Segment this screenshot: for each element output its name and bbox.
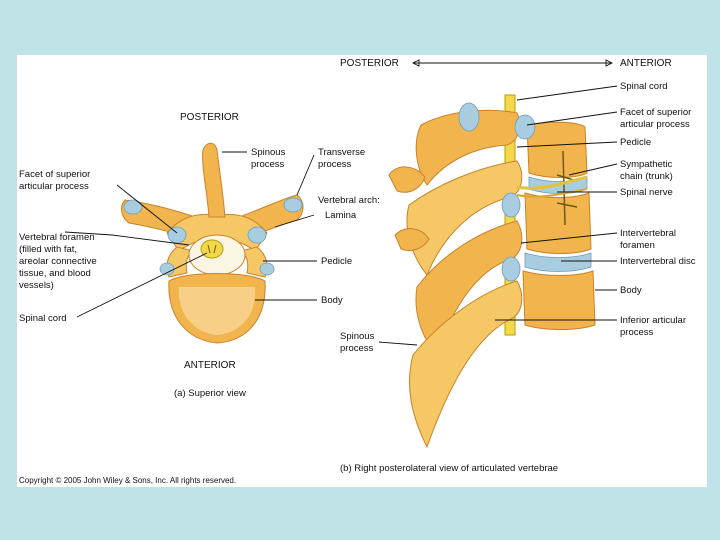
foramen-label-4: tissue, and blood [19,268,91,279]
foramen-label-3: areolar connective [19,256,97,267]
spinal-cord-shape [200,239,224,259]
pedicle-label: Pedicle [321,256,352,267]
rv-inferior-label-1: Inferior articular [620,315,686,326]
spinous-label-1: Spinous [251,147,286,158]
foramen-label-2: (filled with fat, [19,244,77,255]
posterolateral-view-drawing [388,94,596,449]
posterolateral-anterior-label: ANTERIOR [620,58,672,69]
disc-2-shape [524,252,592,272]
rv-disc-label: Intervertebral disc [620,256,696,267]
right-rib-facet-shape [259,262,275,276]
posterolateral-view-caption: (b) Right posterolateral view of articul… [340,463,558,474]
rv-body-label: Body [620,285,642,296]
spinal-nerve-shape-2 [516,188,588,198]
superior-view-drawing [121,142,304,344]
rv-sympathetic-label-2: chain (trunk) [620,171,673,182]
rv-sympathetic-label-1: Sympathetic [620,159,673,170]
rv-facet-label-1: Facet of superior [620,107,691,118]
right-superior-facet-shape [247,226,267,244]
rv-spinal-cord-label: Spinal cord [620,81,668,92]
facet-b-shape [514,114,536,140]
transverse-label-2: process [318,159,352,170]
transverse-2-shape [394,228,430,252]
superior-anterior-label: ANTERIOR [184,360,236,371]
body-1-shape [526,121,588,178]
spinous-process-shape [202,142,226,218]
posterolateral-view-leaders [378,59,618,346]
lamina-label: Lamina [325,210,357,221]
facet-d-shape [501,256,521,282]
rv-foramen-label-1: Intervertebral [620,228,676,239]
body-2-shape [524,192,592,254]
spinous-label-2: process [251,159,285,170]
body-3-shape [522,270,596,330]
foramen-label-1: Vertebral foramen [19,232,95,243]
rv-pedicle-label: Pedicle [620,137,651,148]
figure-panel: POSTERIOR ANTERIOR (a) Superior view Spi… [17,55,707,487]
left-rib-facet-shape [159,262,175,276]
superior-view-leaders [64,151,317,318]
facet-a-shape [458,102,480,132]
body-label: Body [321,295,343,306]
spinal-nerve-shape [516,175,588,190]
facet-label-1: Facet of superior [19,169,90,180]
spinal-cord-detail [207,244,217,254]
rv-spinal-nerve-label: Spinal nerve [620,187,673,198]
superior-posterior-label: POSTERIOR [180,112,239,123]
vertebral-arch-label: Vertebral arch: [318,195,380,206]
superior-view-caption: (a) Superior view [174,388,246,399]
left-superior-facet-shape [167,226,187,244]
rv-spinous-label-1: Spinous [340,331,375,342]
transverse-1-shape [388,166,426,193]
copyright-notice: Copyright © 2005 John Wiley & Sons, Inc.… [19,476,236,485]
spinal-cord-label: Spinal cord [19,313,67,324]
right-facet-shape [283,197,303,213]
rv-facet-label-2: articular process [620,119,690,130]
body-cancellous-area [178,287,256,335]
transverse-label-1: Transverse [318,147,365,158]
foramen-label-5: vessels) [19,280,54,291]
rv-inferior-label-2: process [620,327,654,338]
posterolateral-posterior-label: POSTERIOR [340,58,399,69]
facet-c-shape [501,192,521,218]
rv-spinous-label-2: process [340,343,374,354]
vertebra-illustration: POSTERIOR ANTERIOR (a) Superior view Spi… [19,58,696,485]
rv-foramen-label-2: foramen [620,240,655,251]
spinous-process-long-shape [408,280,523,449]
left-facet-shape [123,199,143,215]
facet-label-2: articular process [19,181,89,192]
